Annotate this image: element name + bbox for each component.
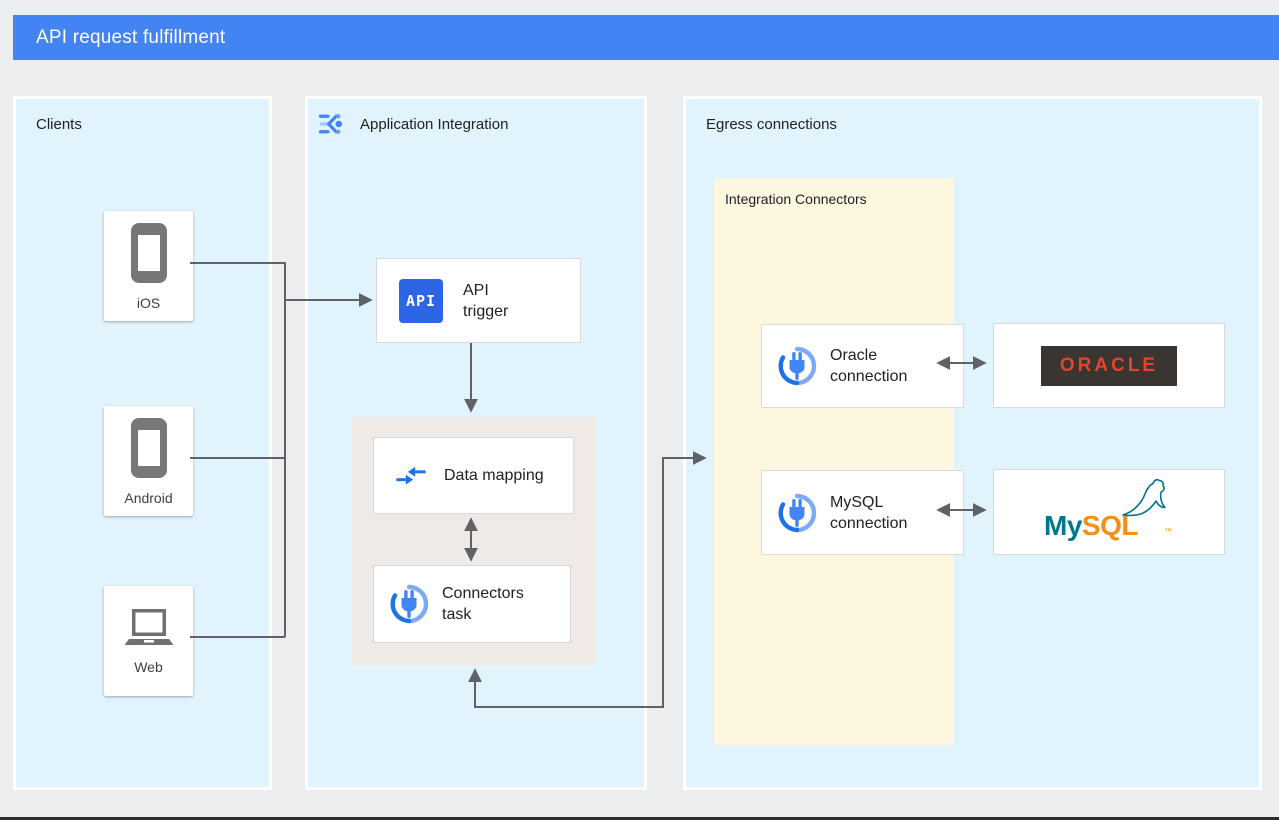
panel-egress-connections: Egress connections Integration Connector… bbox=[683, 96, 1262, 790]
integration-connector-icon bbox=[390, 584, 429, 624]
mysql-logo: MySQL ™ bbox=[1044, 478, 1174, 544]
smartphone-icon bbox=[130, 417, 167, 478]
panel-application-integration-label: Application Integration bbox=[360, 115, 509, 133]
panel-clients: Clients iOS Android Web bbox=[13, 96, 272, 790]
smartphone-icon bbox=[130, 222, 167, 283]
api-icon: API bbox=[399, 278, 443, 323]
panel-clients-label: Clients bbox=[36, 116, 82, 133]
node-mysql-connection-label: MySQL connection bbox=[830, 493, 908, 532]
node-web-label: Web bbox=[134, 658, 163, 675]
node-data-mapping: Data mapping bbox=[373, 437, 574, 514]
node-api-trigger-label: API trigger bbox=[463, 281, 509, 320]
application-integration-header: Application Integration bbox=[318, 109, 508, 139]
integration-connector-icon bbox=[778, 493, 817, 532]
oracle-logo-text: ORACLE bbox=[1059, 354, 1159, 376]
trademark-symbol: ™ bbox=[1164, 527, 1172, 536]
node-android: Android bbox=[104, 406, 193, 516]
laptop-icon bbox=[124, 608, 173, 645]
node-api-trigger: API API trigger bbox=[376, 258, 581, 343]
node-data-mapping-label: Data mapping bbox=[444, 467, 544, 484]
panel-egress-label: Egress connections bbox=[706, 116, 837, 133]
integration-connector-icon bbox=[778, 346, 817, 386]
node-oracle-connection-label: Oracle connection bbox=[830, 347, 908, 385]
mysql-logo-text: MySQL bbox=[1044, 510, 1138, 541]
bottom-edge bbox=[0, 817, 1279, 820]
application-integration-icon bbox=[318, 114, 342, 134]
node-ios-label: iOS bbox=[136, 294, 161, 311]
node-mysql-database: MySQL ™ bbox=[993, 469, 1225, 555]
diagram-title-bar: API request fulfillment bbox=[13, 15, 1279, 60]
mysql-dolphin-icon bbox=[1122, 478, 1166, 517]
group-integration-connectors: Integration Connectors Oracle connection bbox=[714, 178, 964, 745]
node-ios: iOS bbox=[104, 211, 193, 321]
node-oracle-connection: Oracle connection bbox=[761, 324, 964, 408]
diagram-title: API request fulfillment bbox=[36, 26, 226, 48]
api-icon-text: API bbox=[405, 291, 437, 310]
node-oracle-database: ORACLE bbox=[993, 323, 1225, 408]
node-mysql-connection: MySQL connection bbox=[761, 470, 964, 555]
data-mapping-icon bbox=[396, 466, 426, 485]
node-android-label: Android bbox=[124, 489, 173, 506]
oracle-logo: ORACLE bbox=[1041, 345, 1177, 386]
node-connectors-task-label: Connectors task bbox=[442, 585, 524, 623]
group-integration-connectors-label: Integration Connectors bbox=[725, 191, 867, 207]
node-web: Web bbox=[104, 586, 193, 696]
node-connectors-task: Connectors task bbox=[373, 565, 571, 643]
